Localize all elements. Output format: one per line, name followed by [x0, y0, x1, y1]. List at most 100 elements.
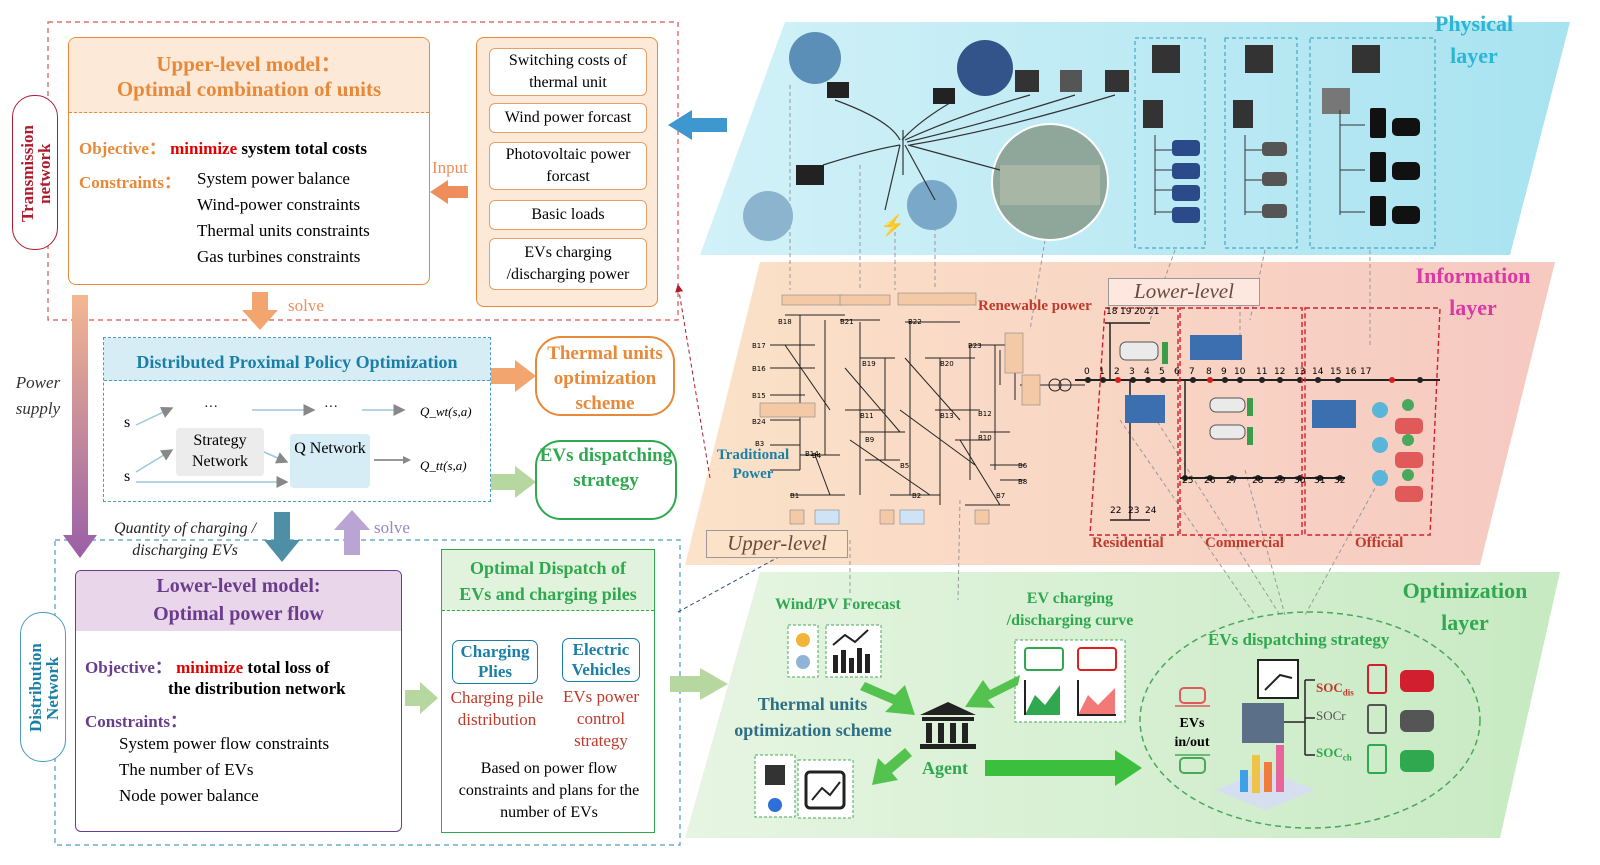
- soc-dis-sub: dis: [1342, 687, 1354, 698]
- node-label: 10: [1234, 367, 1246, 377]
- node-label: 7: [1189, 367, 1195, 377]
- soc-r-label: SOCr: [1316, 708, 1346, 723]
- bus-label: B9: [865, 436, 875, 444]
- quantity-arrow: [264, 512, 300, 562]
- soc-ch-sub: ch: [1342, 752, 1352, 763]
- residential-label: Residential: [1092, 535, 1164, 551]
- node-label: 27: [1226, 476, 1238, 486]
- node-label: 13: [1294, 367, 1306, 377]
- node-label: 20: [1134, 307, 1146, 317]
- renewable-power-label: Renewable power: [978, 298, 1092, 314]
- node-label: 18: [1106, 307, 1118, 317]
- lower-constraints-label: Constraints：: [85, 712, 188, 731]
- soc-dis-text: SOC: [1316, 680, 1343, 695]
- node-label: 11: [1256, 367, 1268, 377]
- bus-label: B7: [996, 492, 1006, 500]
- upper-grid-tags: [759, 292, 1041, 525]
- upper-model-title-1: Upper-level model：: [156, 52, 342, 76]
- thermal-opt-label-1: Thermal units: [757, 694, 868, 714]
- node-label: 21: [1148, 307, 1160, 317]
- upper-constraint-2: Wind-power constraints: [197, 195, 361, 214]
- lower-zones: [1089, 307, 1441, 536]
- evs-inout-label: EVs in/out: [1174, 716, 1210, 750]
- bus-label: B19: [862, 360, 876, 368]
- node-label: 15: [1330, 367, 1342, 377]
- node-label: 24: [1145, 506, 1157, 516]
- node-label: 4: [1144, 367, 1150, 377]
- dppo-dots-2: ···: [324, 400, 338, 415]
- bus-label: B17: [752, 342, 766, 350]
- node-label: 28: [1252, 476, 1264, 486]
- lower-constraint-3: Node power balance: [119, 786, 259, 805]
- upper-constraints-label: Constraints：: [79, 173, 182, 192]
- q-bottom-label: Q_tt(s,a): [420, 458, 467, 473]
- bus-label: B3: [755, 440, 765, 448]
- input-ev-power: EVs charging /discharging power: [489, 238, 647, 290]
- node-label: 0: [1084, 367, 1090, 377]
- node-label: 3: [1129, 367, 1135, 377]
- arrow-to-thermal: [490, 360, 536, 392]
- lower-objective-line: Objective： minimize total loss of: [85, 653, 330, 678]
- info-icons: [1119, 335, 1423, 502]
- bus-label: B10: [978, 434, 992, 442]
- ev-strategy-box: EVs dispatching strategy: [535, 440, 677, 520]
- node-label: 31: [1314, 476, 1326, 486]
- information-layer-label: Information layer: [1415, 263, 1531, 320]
- quantity-label: Quantity of charging / discharging EVs: [113, 520, 257, 559]
- input-switching-costs: Switching costs of thermal unit: [489, 48, 647, 96]
- upper-constraint-3: Thermal units constraints: [197, 221, 370, 240]
- svg-text:⚡: ⚡: [880, 213, 905, 237]
- thermal-scheme-box: Thermal units optimization scheme: [535, 336, 675, 416]
- dppo-s-top: s: [124, 414, 131, 431]
- solve-down-arrow: [242, 292, 278, 330]
- node-label: 23: [1128, 506, 1140, 516]
- distribution-label-text: Distribution Network: [26, 643, 62, 733]
- node-label: 25: [1182, 476, 1194, 486]
- bus-label: B11: [860, 412, 874, 420]
- lower-objective-rest-1: total loss of: [247, 658, 330, 677]
- blue-arrow: [668, 110, 727, 140]
- upper-objective-label: Objective：: [79, 139, 166, 158]
- distribution-side-label: Distribution Network: [20, 612, 66, 762]
- lower-model-box: Lower-level model: Optimal power flow Ob…: [75, 570, 402, 832]
- upper-model-header: [69, 38, 429, 113]
- arrow-to-ev: [490, 466, 536, 498]
- node-label: 12: [1274, 367, 1286, 377]
- soc-ch-label: SOCch: [1316, 745, 1352, 763]
- bus-label: B23: [968, 342, 982, 350]
- lower-objective-red: minimize: [176, 658, 244, 677]
- solve-top-label: solve: [288, 296, 324, 315]
- power-supply-label: Power supply: [15, 373, 61, 418]
- official-label: Official: [1355, 535, 1404, 551]
- bus-label: B2: [912, 492, 922, 500]
- ev-curve-label-2: /discharging curve: [1006, 612, 1134, 629]
- bus-label: B6: [1018, 462, 1028, 470]
- upper-constraint-1: System power balance: [197, 169, 350, 188]
- charging-plies-box: Charging Plies: [452, 640, 538, 684]
- power-supply-arrow: [63, 295, 97, 558]
- thermal-opt-label-2: optimization scheme: [734, 720, 892, 740]
- ev-dispatch-opt-label: EVs dispatching strategy: [1208, 630, 1390, 649]
- q-top-label: Q_wt(s,a): [420, 404, 472, 419]
- soc-ch-text: SOC: [1316, 745, 1343, 760]
- arrow-to-optimization: [670, 668, 728, 700]
- bus-label: B24: [752, 418, 766, 426]
- bus-label: B15: [752, 392, 766, 400]
- lower-objective-label: Objective：: [85, 658, 172, 677]
- upper-model-title-2: Optimal combination of units: [116, 77, 382, 101]
- node-label: 16: [1345, 367, 1357, 377]
- soc-dis-label: SOCdis: [1316, 680, 1354, 698]
- lower-constraint-1: System power flow constraints: [119, 734, 330, 753]
- charging-pile-distribution: Charging pile distribution: [450, 688, 544, 729]
- node-label: 5: [1159, 367, 1165, 377]
- dppo-title: Distributed Proximal Policy Optimization: [136, 352, 458, 372]
- input-arrow: [430, 180, 468, 204]
- based-on-text: Based on power flow constraints and plan…: [458, 760, 640, 821]
- node-label: 17: [1360, 367, 1372, 377]
- input-label: Input: [432, 158, 468, 177]
- transmission-side-label: Transmission network: [12, 95, 58, 250]
- upper-constraint-4: Gas turbines constraints: [197, 247, 361, 266]
- optimization-layer-label: Optimization layer: [1402, 578, 1528, 635]
- physical-graphics: ⚡: [743, 32, 1436, 249]
- node-label: 30: [1294, 476, 1306, 486]
